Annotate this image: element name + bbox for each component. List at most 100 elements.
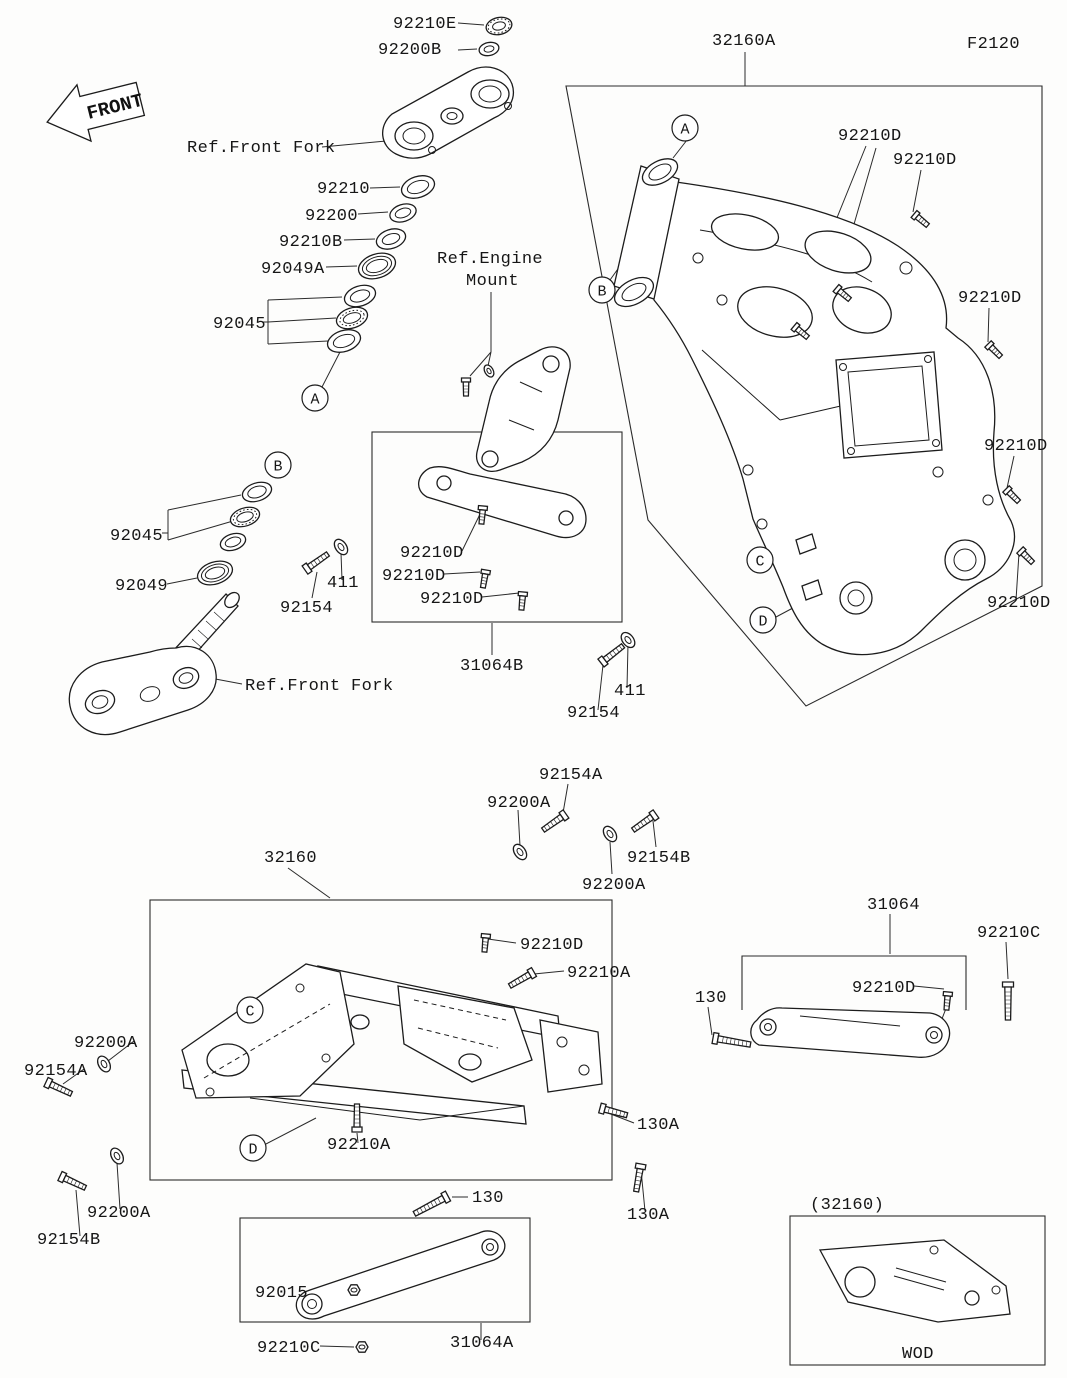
part-label-92210c-1: 92210C — [977, 924, 1041, 943]
part-label-92210d-7: 92210D — [420, 590, 484, 609]
bolt-92210a-vert — [351, 1103, 363, 1133]
bolt-130a-2 — [630, 1162, 647, 1194]
figure-code: F2120 — [967, 35, 1020, 54]
part-label-92200a-3: 92200A — [74, 1034, 138, 1053]
part-label-92049a: 92049A — [261, 260, 325, 279]
part-label-92210d-6: 92210D — [382, 567, 446, 586]
bolt-92210d-bracket-3 — [516, 590, 529, 611]
washer-engine-mount — [481, 362, 497, 380]
steering-stack-upper — [326, 16, 513, 353]
bolt-engine-mount — [460, 377, 472, 397]
bolt-92210c-link — [1001, 981, 1015, 1021]
enclosure-borders — [149, 85, 1046, 1366]
callout-d-rear: D — [239, 1134, 267, 1162]
ring-92210 — [400, 175, 436, 199]
nut-92015 — [347, 1284, 361, 1296]
seal-92049 — [196, 560, 234, 586]
part-label-92049: 92049 — [115, 577, 168, 596]
callout-d-frame: D — [749, 606, 777, 634]
part-label-92210e: 92210E — [393, 15, 457, 34]
cap-nut-92210e — [485, 16, 513, 36]
part-label-92154b-2: 92154B — [37, 1231, 101, 1250]
part-label-92200a-4: 92200A — [87, 1204, 151, 1223]
part-label-92210b: 92210B — [279, 233, 343, 252]
callout-b-stack: B — [264, 451, 292, 479]
callout-d-rear-label: D — [248, 1142, 257, 1159]
bolt-92154-lower — [597, 641, 627, 668]
callout-c-frame-label: C — [755, 554, 764, 571]
ref-front-fork-upper: Ref.Front Fork — [187, 139, 335, 158]
washer-92200a-left2 — [107, 1145, 127, 1167]
main-frame-32160a — [613, 158, 1016, 656]
bolt-92210d-bracket-2 — [477, 568, 492, 590]
part-label-130a-1: 130A — [637, 1116, 680, 1135]
callout-c-frame: C — [746, 546, 774, 574]
ref-front-fork-lower: Ref.Front Fork — [245, 677, 393, 696]
rear-cross-box — [835, 351, 943, 459]
lower-triple-clamp — [68, 591, 240, 736]
part-label-130-1: 130 — [695, 989, 727, 1008]
part-label-92154a-2: 92154A — [24, 1062, 88, 1081]
tie-rod-31064a — [295, 1230, 506, 1320]
callout-d-frame-label: D — [758, 614, 767, 631]
part-label-92154-lower: 92154 — [567, 704, 620, 723]
part-label-92210c-2: 92210C — [257, 1339, 321, 1358]
part-labels: 92210E 92200B 32160A F2120 Ref.Front For… — [24, 15, 1051, 1364]
part-label-92045-upper: 92045 — [213, 315, 266, 334]
part-label-92210d-1: 92210D — [838, 127, 902, 146]
rear-frame-32160 — [181, 963, 603, 1125]
part-label-92200b: 92200B — [378, 41, 442, 60]
ref-engine-mount-line1: Ref.Engine — [437, 250, 543, 269]
washer-92200a-top — [509, 841, 531, 863]
ring-92200 — [389, 203, 417, 223]
bolt-130a-1 — [598, 1102, 629, 1121]
callout-c-rear: C — [236, 996, 264, 1024]
part-label-411-upper: 411 — [327, 574, 359, 593]
callout-b-stack-label: B — [273, 459, 282, 476]
callout-a-frame-label: A — [680, 122, 689, 139]
part-label-92210: 92210 — [317, 180, 370, 199]
washer-92200b — [478, 41, 500, 57]
steering-head-tube — [613, 158, 680, 308]
part-label-32160a: 32160A — [712, 32, 776, 51]
part-label-92210d-2: 92210D — [893, 151, 957, 170]
bolt-92210d-frame-4 — [984, 340, 1005, 361]
seal-92049a — [357, 252, 397, 280]
bolt-130-link — [711, 1031, 753, 1051]
part-label-92210d-3: 92210D — [958, 289, 1022, 308]
bolt-92210d-frame-5 — [1002, 485, 1023, 506]
part-label-92200: 92200 — [305, 207, 358, 226]
bracket-31064b — [418, 466, 587, 539]
part-label-92045-lower: 92045 — [110, 527, 163, 546]
nut-92210c — [355, 1341, 369, 1353]
ref-engine-mount-line2: Mount — [466, 272, 519, 291]
part-label-32160: 32160 — [264, 849, 317, 868]
callout-a-frame: A — [671, 114, 699, 142]
bolt-92154-upper — [301, 549, 332, 575]
part-label-31064: 31064 — [867, 896, 920, 915]
part-label-92210d-5: 92210D — [400, 544, 464, 563]
washer-411-upper — [330, 536, 352, 558]
callout-a-stack: A — [301, 384, 329, 412]
engine-mount-bracket — [418, 346, 587, 539]
washer-92200a-top2 — [599, 823, 621, 845]
callout-a-stack-label: A — [310, 392, 319, 409]
part-label-92154b-1: 92154B — [627, 849, 691, 868]
frame-detail-32160-wod — [818, 1239, 1011, 1323]
part-label-92210d-8: 92210D — [987, 594, 1051, 613]
bolt-92210d-frame-6 — [1016, 546, 1037, 567]
bolt-92154a-top — [539, 809, 570, 835]
part-label-130-2: 130 — [472, 1189, 504, 1208]
bolt-92154b-left — [57, 1170, 89, 1194]
part-label-31064b: 31064B — [460, 657, 524, 676]
wod-label: WOD — [902, 1345, 934, 1364]
part-label-92200a-1: 92200A — [487, 794, 551, 813]
front-direction-arrow: FRONT — [46, 81, 145, 143]
part-label-92015: 92015 — [255, 1284, 308, 1303]
torque-link-31064 — [750, 1007, 951, 1058]
callout-b-frame: B — [588, 276, 616, 304]
bolt-92210d-link — [941, 990, 954, 1011]
steering-stack-lower — [196, 481, 273, 586]
